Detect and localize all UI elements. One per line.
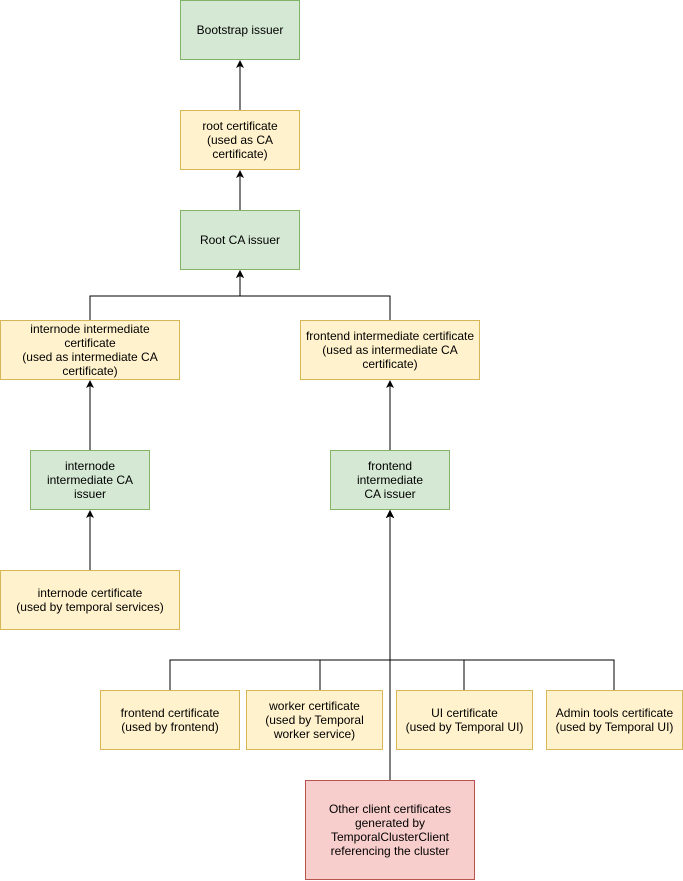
admin-tools-certificate-node: Admin tools certificate (used by Tempora… — [546, 690, 683, 750]
frontend-intermediate-certificate-label: frontend intermediate certificate (used … — [305, 329, 475, 371]
edge-frontend-certificate-to-frontend-intermediate-ca-issuer — [169, 510, 394, 690]
frontend-intermediate-ca-issuer-node: frontend intermediate CA issuer — [330, 450, 450, 510]
edge-ui-certificate-to-frontend-intermediate-ca-issuer — [386, 510, 465, 690]
internode-intermediate-certificate-label: internode intermediate certificate (used… — [22, 322, 158, 378]
root-certificate-node: root certificate (used as CA certificate… — [180, 110, 300, 170]
frontend-certificate-label: frontend certificate (used by frontend) — [120, 706, 220, 734]
frontend-certificate-node: frontend certificate (used by frontend) — [100, 690, 240, 750]
other-client-certificates-label: Other client certificates generated by T… — [328, 802, 452, 858]
bootstrap-issuer-label: Bootstrap issuer — [196, 23, 284, 37]
internode-certificate-label: internode certificate (used by temporal … — [16, 586, 164, 614]
internode-intermediate-certificate-node: internode intermediate certificate (used… — [0, 320, 180, 380]
worker-certificate-node: worker certificate (used by Temporal wor… — [246, 690, 383, 750]
worker-certificate-label: worker certificate (used by Temporal wor… — [265, 699, 364, 741]
ui-certificate-node: UI certificate (used by Temporal UI) — [396, 690, 533, 750]
edge-frontend-intermediate-certificate-to-root-ca-issuer — [236, 270, 391, 320]
frontend-intermediate-certificate-node: frontend intermediate certificate (used … — [300, 320, 480, 380]
frontend-intermediate-ca-issuer-label: frontend intermediate CA issuer — [356, 459, 424, 501]
edge-worker-certificate-to-frontend-intermediate-ca-issuer — [319, 510, 394, 690]
edge-internode-intermediate-certificate-to-root-ca-issuer — [89, 270, 244, 320]
root-ca-issuer-label: Root CA issuer — [199, 233, 281, 247]
internode-certificate-node: internode certificate (used by temporal … — [0, 570, 180, 630]
other-client-certificates-node: Other client certificates generated by T… — [305, 780, 475, 880]
bootstrap-issuer-node: Bootstrap issuer — [180, 0, 300, 60]
edge-admin-tools-certificate-to-frontend-intermediate-ca-issuer — [386, 510, 615, 690]
ui-certificate-label: UI certificate (used by Temporal UI) — [405, 706, 524, 734]
root-certificate-label: root certificate (used as CA certificate… — [202, 119, 278, 161]
internode-intermediate-ca-issuer-label: internode intermediate CA issuer — [46, 459, 134, 501]
admin-tools-certificate-label: Admin tools certificate (used by Tempora… — [555, 706, 674, 734]
internode-intermediate-ca-issuer-node: internode intermediate CA issuer — [30, 450, 150, 510]
root-ca-issuer-node: Root CA issuer — [180, 210, 300, 270]
